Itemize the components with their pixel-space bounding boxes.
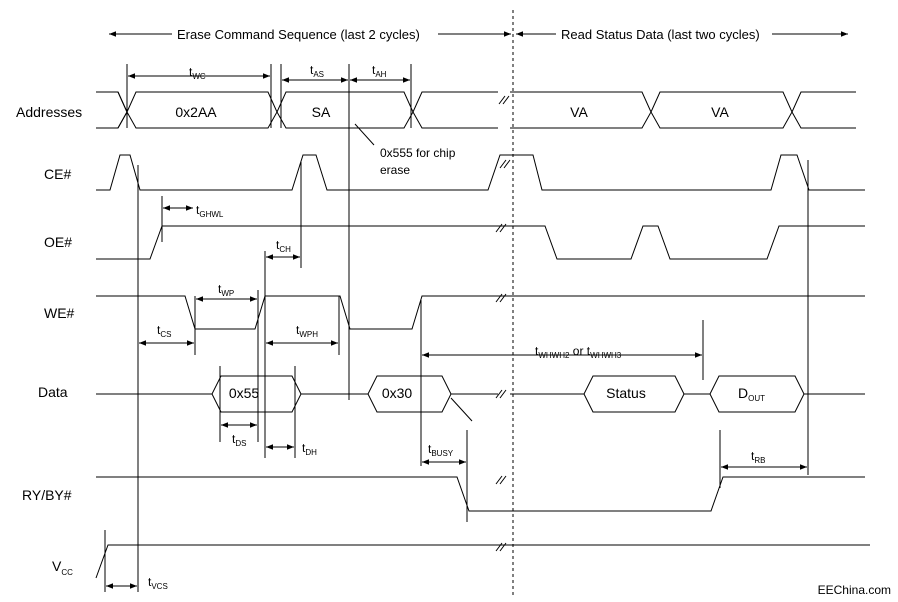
timing-tds: tDS [232,432,246,448]
label-addresses: Addresses [16,104,82,120]
signal-labels: Addresses CE# OE# WE# Data RY/BY# VCC [16,104,82,577]
timing-twhwh: tWHWH2 or tWHWH3 [535,344,622,360]
addresses-waveform: 0x2AA SA VA VA [96,91,856,129]
label-vcc: VCC [52,558,73,577]
data-waveform: 0x55 0x30 Status DOUT [96,375,865,422]
read-status-label: Read Status Data (last two cycles) [561,27,760,42]
addr-sa: SA [312,104,331,120]
note-line-2: erase [380,163,410,177]
erase-sequence-label: Erase Command Sequence (last 2 cycles) [177,27,420,42]
data-0x55: 0x55 [229,385,260,401]
timing-trb: tRB [751,449,765,465]
timing-tbusy: tBUSY [428,442,454,458]
ce-waveform [96,154,865,191]
data-dout: DOUT [738,385,765,403]
vcc-waveform [95,542,870,579]
label-oe: OE# [44,234,72,250]
label-ce: CE# [44,166,71,182]
timing-tdh: tDH [302,441,317,457]
label-ry-by: RY/BY# [22,487,72,503]
timing-twp: tWP [218,282,234,298]
timing-tvcs: tVCS [148,575,168,591]
ry-by-waveform [96,475,865,512]
label-we: WE# [44,305,75,321]
note-line-1: 0x555 for chip [380,146,456,160]
timing-twc: tWC [189,65,206,81]
timing-tas: tAS [310,63,324,79]
watermark: EEChina.com [818,583,891,597]
data-0x30: 0x30 [382,385,413,401]
timing-tcs: tCS [157,323,171,339]
we-waveform [96,293,865,330]
timing-annotations: tWC tAS tAH tGHWL tCH tWP tCS tWPH tWHWH… [106,63,807,591]
header: Erase Command Sequence (last 2 cycles) R… [109,27,848,42]
timing-tghwl: tGHWL [196,203,224,219]
label-data: Data [38,384,68,400]
data-status: Status [606,385,646,401]
addr-va-2: VA [711,104,729,120]
timing-tah: tAH [372,63,387,79]
oe-waveform [96,223,865,260]
timing-tch: tCH [276,238,291,254]
chip-erase-note: 0x555 for chip erase [354,123,456,177]
reference-lines [104,64,809,592]
addr-0x2aa: 0x2AA [175,104,217,120]
addr-va-1: VA [570,104,588,120]
timing-twph: tWPH [296,323,318,339]
